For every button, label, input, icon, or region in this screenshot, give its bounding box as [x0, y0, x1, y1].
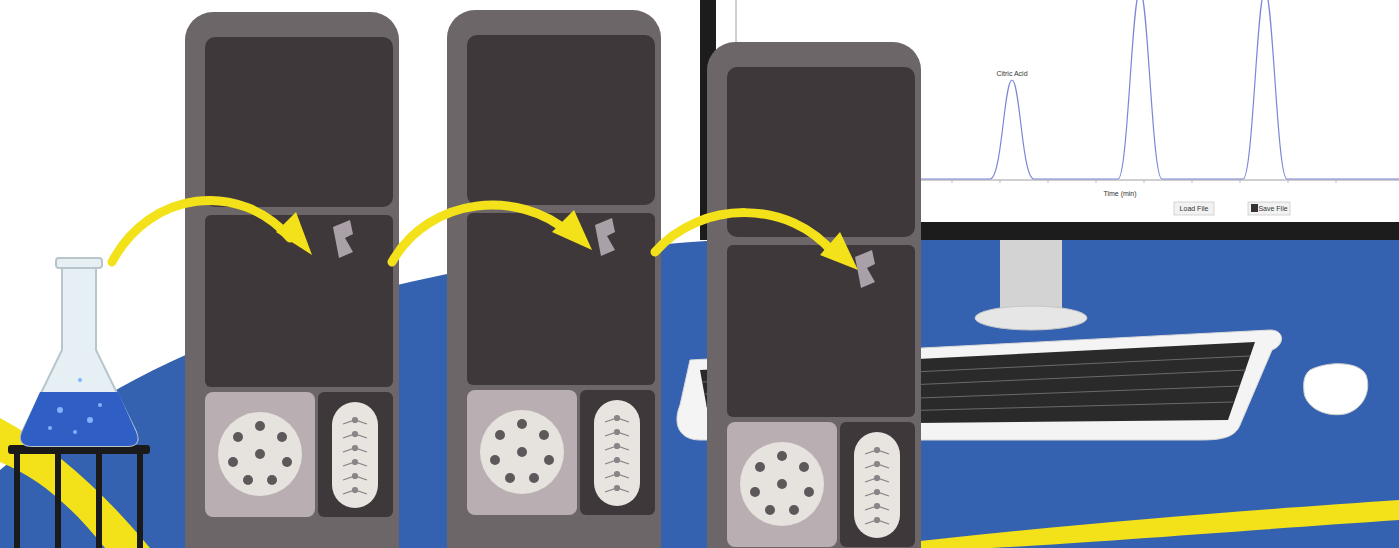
- button-label: Load File: [1180, 205, 1209, 212]
- axis-title: Time (min): [1103, 190, 1136, 197]
- peak-label: Citric Acid: [996, 70, 1027, 77]
- button-label: Save File: [1258, 205, 1287, 212]
